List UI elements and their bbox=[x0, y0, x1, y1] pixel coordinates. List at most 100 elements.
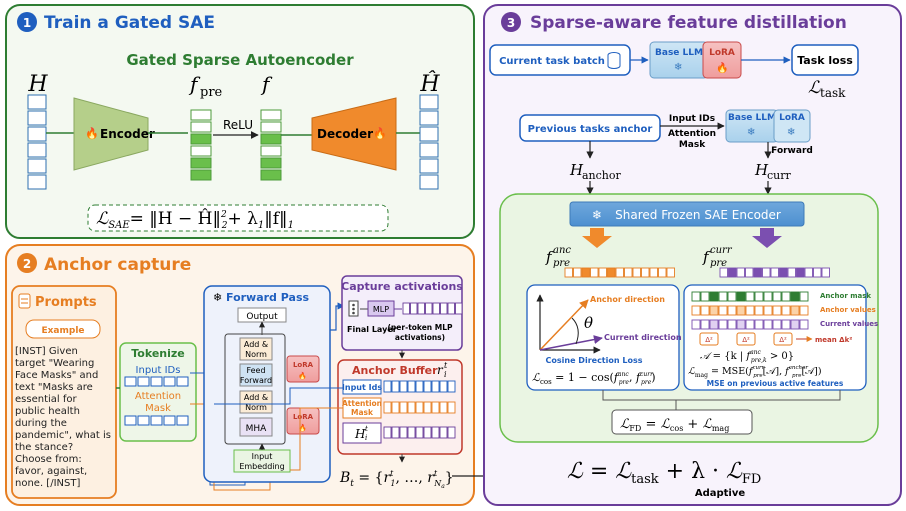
panel3-title: Sparse-aware feature distillation bbox=[530, 13, 847, 33]
f-pre-subscript: pre bbox=[200, 85, 223, 100]
f-curr-symbol: f bbox=[702, 248, 711, 266]
total-loss-formula: ℒ = ℒtask + λ · ℒFD bbox=[567, 459, 761, 487]
svg-text:ℒSAE= ‖H − Ĥ‖22+ λ1‖f‖1: ℒSAE= ‖H − Ĥ‖22+ λ1‖f‖1 bbox=[96, 208, 294, 231]
f-curr-subscript: pre bbox=[710, 258, 727, 269]
capture-activations-box: Capture activations MLP Final Layer (per… bbox=[341, 275, 463, 351]
input-ids-mask-label-3: Mask bbox=[679, 140, 706, 150]
adaptive-label: Adaptive bbox=[695, 488, 746, 499]
step-badge-2-label: 2 bbox=[23, 257, 31, 271]
buffer-attention-2: Mask bbox=[351, 408, 374, 417]
fire-icon: 🔥 bbox=[716, 61, 728, 74]
input-ids-mask-label-1: Input IDs bbox=[669, 114, 715, 124]
per-token-label-1: (per-token MLP bbox=[388, 323, 453, 332]
snowflake-icon: ❄ bbox=[592, 208, 602, 222]
anchor-direction-label: Anchor direction bbox=[590, 295, 665, 304]
attention-mask-tokens bbox=[124, 415, 189, 426]
mha-block: MHA bbox=[246, 424, 268, 434]
panel1-title: Train a Gated SAE bbox=[44, 13, 215, 33]
prompt-line: favor, against, bbox=[15, 466, 87, 477]
cosine-loss-box: θ Anchor direction Current direction Cos… bbox=[526, 284, 682, 391]
f-anc-subscript: pre bbox=[553, 258, 570, 269]
mse-label: MSE on previous active features bbox=[707, 379, 844, 388]
encoder-label: Encoder bbox=[100, 127, 155, 141]
input-ids-mask-label-2: Attention bbox=[668, 129, 716, 139]
buffer-input-ids-cells bbox=[383, 380, 456, 393]
anchor-buffer-label: Anchor Buffer bbox=[352, 364, 438, 377]
input-embedding-1: Input bbox=[252, 452, 273, 461]
H-anchor-subscript: anchor bbox=[582, 169, 622, 182]
f-anc-symbol: f bbox=[545, 248, 554, 266]
svg-text:i: i bbox=[444, 370, 447, 379]
forward-pass-label: Forward Pass bbox=[226, 291, 310, 304]
forward-label: Forward bbox=[771, 146, 813, 156]
prompt-line: Face Masks" and bbox=[15, 370, 98, 381]
panel-anchor-capture: 2 Anchor capture Prompts Example [INST] … bbox=[5, 244, 475, 506]
prompts-title: Prompts bbox=[35, 295, 97, 310]
lora-top-label: LoRA bbox=[709, 48, 735, 58]
task-loss-label: Task loss bbox=[797, 54, 853, 67]
base-llm-top-label: Base LLM bbox=[655, 48, 703, 58]
delta-blocks: Δ² Δ² Δ² mean Δk² bbox=[699, 332, 852, 346]
lora-bottom-label: LoRA bbox=[779, 113, 805, 123]
fire-icon: 🔥 bbox=[298, 423, 307, 432]
panel1-subtitle: Gated Sparse Autoencoder bbox=[126, 51, 354, 69]
previous-tasks-anchor-label: Previous tasks anchor bbox=[528, 124, 653, 135]
add-norm-top-2: Norm bbox=[245, 350, 267, 359]
relu-label: ReLU bbox=[223, 118, 253, 132]
step-badge-3 bbox=[501, 12, 521, 32]
magnitude-loss-box: Anchor mask Anchor values Current values… bbox=[683, 284, 878, 391]
snowflake-icon: ❄ bbox=[747, 127, 755, 138]
svg-text:t: t bbox=[365, 425, 368, 433]
prompt-line: essential for bbox=[15, 394, 77, 405]
fd-loss-formula: ℒFD = ℒcos + ℒmag bbox=[620, 417, 729, 433]
input-embedding-2: Embedding bbox=[239, 462, 284, 471]
svg-text:t: t bbox=[444, 361, 448, 370]
prompt-line: [INST] Given bbox=[15, 346, 78, 357]
legend-current-values: Current values bbox=[820, 320, 878, 328]
H-curr-symbol: H bbox=[754, 161, 769, 179]
prompt-line: during the bbox=[15, 418, 67, 429]
tokenize-label: Tokenize bbox=[131, 347, 185, 360]
database-icon bbox=[607, 52, 621, 69]
step-badge-3-label: 3 bbox=[507, 16, 515, 30]
cosine-direction-loss-label: Cosine Direction Loss bbox=[546, 356, 643, 365]
prompt-line: pandemic", what is bbox=[15, 430, 111, 441]
prompt-line: none. [/INST] bbox=[15, 478, 80, 489]
prompt-line: text "Masks are bbox=[15, 382, 93, 393]
mean-delta-label: mean Δk² bbox=[815, 336, 852, 344]
shared-encoder-label: Shared Frozen SAE Encoder bbox=[615, 208, 781, 222]
f-pre-vector bbox=[190, 109, 212, 181]
buffer-H-cells bbox=[383, 426, 456, 439]
snowflake-icon: ❄ bbox=[787, 127, 795, 138]
svg-text:i: i bbox=[365, 434, 367, 442]
current-direction-label: Current direction bbox=[604, 333, 682, 342]
legend-anchor-mask: Anchor mask bbox=[820, 292, 871, 300]
feed-forward-1: Feed bbox=[246, 366, 265, 375]
svg-text:Δ²: Δ² bbox=[742, 336, 750, 344]
task-loss-box bbox=[791, 44, 859, 76]
buffer-attention-1: Attention bbox=[342, 399, 382, 408]
task-loss-symbol: ℒ bbox=[808, 78, 821, 98]
add-norm-bottom-1: Add & bbox=[244, 393, 268, 402]
feed-forward-2: Forward bbox=[240, 376, 272, 385]
decoder-label: Decoder bbox=[317, 127, 373, 141]
forward-pass-box: ❄ Forward Pass Output Add & Norm Feed Fo… bbox=[203, 285, 331, 483]
current-task-batch-label: Current task batch bbox=[499, 56, 605, 67]
svg-text:r: r bbox=[437, 363, 444, 377]
attention-mask-label-2: Mask bbox=[145, 403, 171, 414]
add-norm-top-1: Add & bbox=[244, 340, 268, 349]
encoder-block: 🔥 Encoder bbox=[73, 97, 155, 171]
fire-icon: 🔥 bbox=[298, 371, 307, 380]
svg-text:Δ²: Δ² bbox=[779, 336, 787, 344]
snowflake-icon: ❄ bbox=[213, 291, 222, 304]
f-curr-superscript: curr bbox=[710, 245, 733, 256]
lora-bottom bbox=[773, 109, 811, 143]
attention-mask-label-1: Attention bbox=[135, 391, 181, 402]
fd-loss-box bbox=[611, 409, 753, 435]
